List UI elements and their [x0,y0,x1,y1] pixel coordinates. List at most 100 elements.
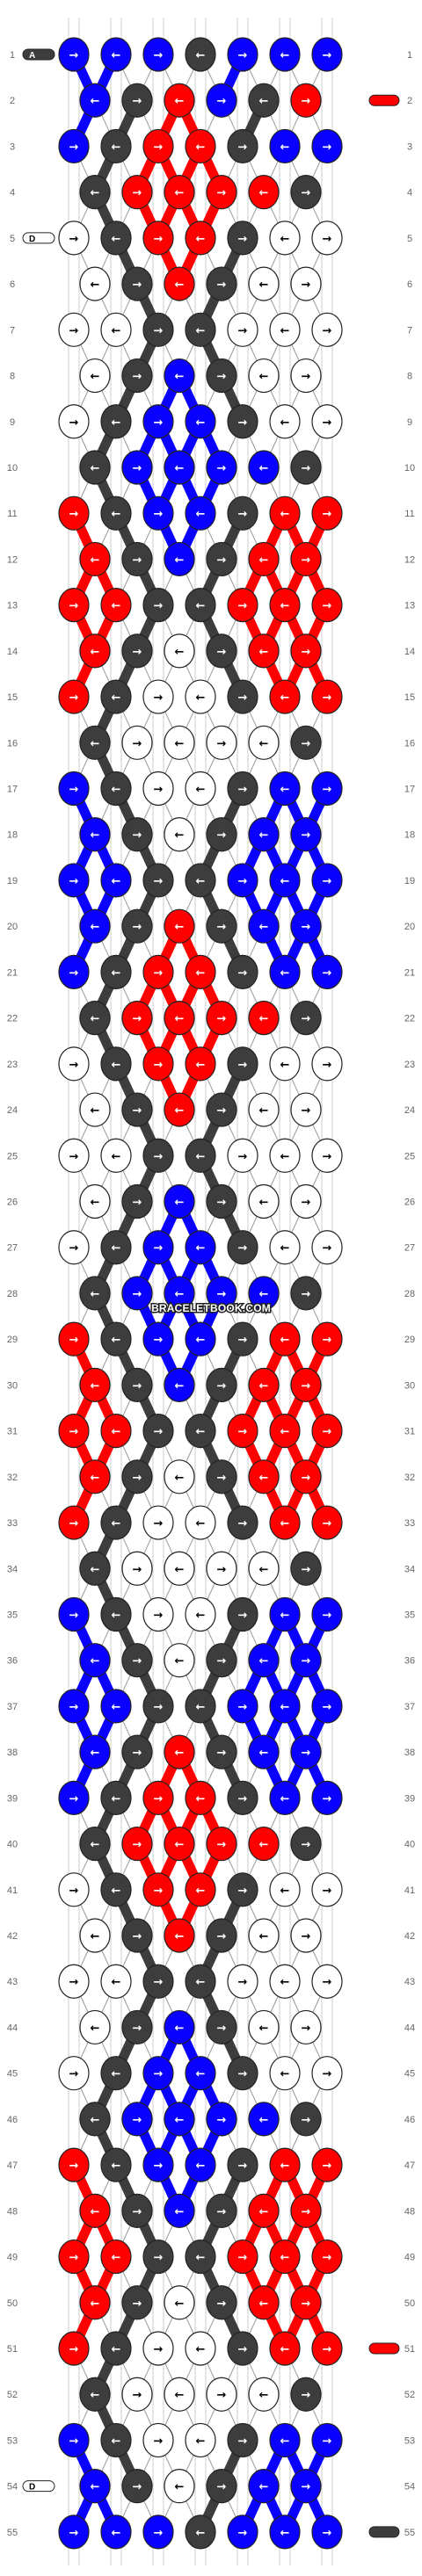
knot-arrow-icon: → [69,416,79,430]
row-number-left: 42 [7,1931,18,1942]
knot: ← [100,2147,132,2182]
row-number-left: 49 [7,2253,18,2263]
knot: → [311,863,343,898]
knot-arrow-icon: → [133,1655,142,1668]
knot: → [58,1413,90,1449]
knot: → [142,588,174,623]
row-number-left: 9 [10,417,15,428]
knot: ← [185,1230,216,1265]
knot: → [142,1046,174,1082]
knot: → [58,1964,90,1999]
row-number-right: 25 [404,1151,415,1161]
knot-arrow-icon: → [302,1197,311,1210]
row-number-right: 35 [404,1610,415,1620]
knot: ← [79,908,111,944]
row-number-left: 44 [7,2022,18,2033]
knot: → [206,2285,237,2320]
knot-arrow-icon: → [238,1059,248,1072]
knot: ← [79,1092,111,1127]
knot: → [121,2285,153,2320]
knot-arrow-icon: → [69,1792,79,1805]
knot: → [227,1505,258,1540]
knot-arrow-icon: ← [280,2252,290,2265]
knot: → [58,221,90,256]
knot-arrow-icon: → [302,2114,311,2127]
knot: ← [248,725,280,760]
knot-arrow-icon: ← [91,1379,100,1393]
knot: ← [269,496,301,531]
knot-arrow-icon: → [69,1426,79,1439]
knot-arrow-icon: ← [259,1379,269,1393]
knot-arrow-icon: → [69,1609,79,1622]
knot-arrow-icon: ← [280,1609,290,1622]
knot-arrow-icon: ← [259,1197,269,1210]
knot-arrow-icon: ← [112,2160,121,2173]
knot-arrow-icon: → [238,1885,248,1898]
knot-arrow-icon: → [302,646,311,659]
knot: ← [248,1276,280,1311]
knot: → [58,1872,90,1907]
row-number-right: 40 [404,1840,415,1850]
knot: → [311,1046,343,1082]
row-number-left: 40 [7,1840,18,1850]
knot: → [58,2514,90,2550]
knot: ← [100,1689,132,1724]
knot: → [121,175,153,210]
knot-arrow-icon: → [133,737,142,750]
knot-arrow-icon: ← [196,508,206,521]
knot-arrow-icon: → [323,2435,332,2448]
knot-arrow-icon: ← [259,1288,269,1301]
knot: → [206,1643,237,1678]
knot-arrow-icon: ← [112,691,121,705]
knot: ← [100,2239,132,2275]
row-number-left: 55 [7,2528,18,2538]
knot-arrow-icon: ← [259,1472,269,1485]
knot-arrow-icon: ← [175,2389,185,2402]
knot: ← [185,1321,216,1357]
knot: ← [185,2422,216,2458]
knot: → [142,1780,174,1815]
row-number-left: 13 [7,601,18,611]
knot: ← [185,863,216,898]
knot-arrow-icon: ← [259,829,269,843]
row-number-right: 44 [404,2022,415,2033]
knot: → [311,2147,343,2182]
knot: → [290,1918,322,1953]
knot-arrow-icon: → [323,2343,332,2356]
knot: ← [269,2331,301,2366]
row-number-right: 43 [404,1977,415,1987]
knot-arrow-icon: → [133,554,142,567]
row-number-right: 8 [407,372,412,382]
knot-arrow-icon: ← [112,1609,121,1622]
knot-arrow-icon: ← [112,49,121,62]
knot-arrow-icon: ← [259,737,269,750]
knot-arrow-icon: → [238,2068,248,2081]
knot-arrow-icon: ← [259,921,269,934]
row-number-left: 29 [7,1335,18,1345]
knot-arrow-icon: → [154,508,164,521]
row-number-left: 54 [7,2482,18,2493]
knot: ← [79,1643,111,1678]
knot: → [311,37,343,72]
knot-arrow-icon: → [69,1976,79,1989]
knot: → [142,2331,174,2366]
knot-arrow-icon: → [302,462,311,475]
knot-arrow-icon: ← [112,2435,121,2448]
knot-arrow-icon: ← [196,1701,206,1714]
knot-arrow-icon: → [302,2389,311,2402]
knot-arrow-icon: ← [175,737,185,750]
knot-arrow-icon: → [302,921,311,934]
knot-arrow-icon: ← [91,1472,100,1485]
knot: → [227,2239,258,2275]
knot: ← [185,37,216,72]
knot: ← [100,588,132,623]
knot-arrow-icon: ← [175,279,185,292]
row-number-left: 4 [10,188,15,199]
knot-arrow-icon: → [238,966,248,980]
row-number-left: 22 [7,1014,18,1024]
knot-arrow-icon: → [133,371,142,384]
knot-arrow-icon: → [238,1609,248,1622]
knot-arrow-icon: → [154,966,164,980]
knot: → [311,1321,343,1357]
knot-arrow-icon: → [217,2114,227,2127]
